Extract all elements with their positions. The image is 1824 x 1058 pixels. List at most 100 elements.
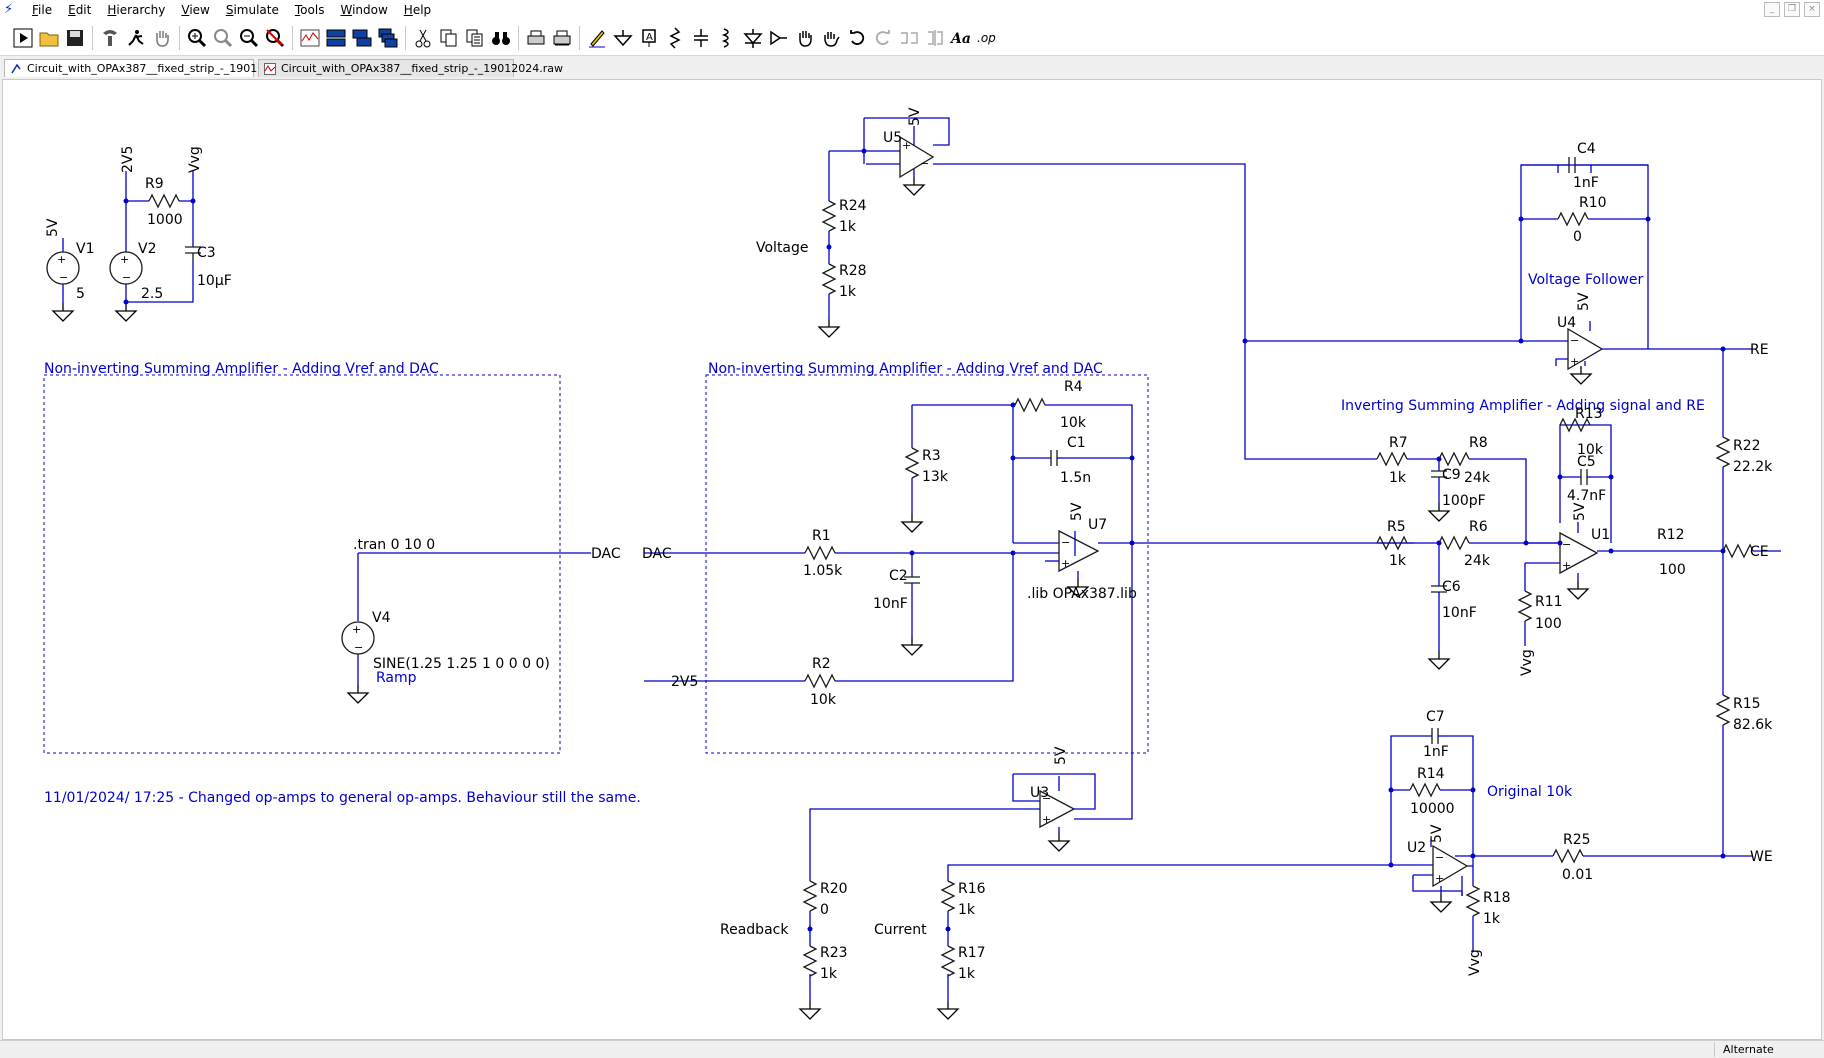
cut-icon[interactable] [410,25,436,51]
tran-directive[interactable]: .tran 0 10 0 [353,537,435,553]
svg-text:−: − [1435,851,1444,864]
cascade-icon[interactable] [375,25,401,51]
value-r2: 10k [810,692,837,708]
value-r23: 1k [820,966,838,982]
find-icon[interactable] [462,25,488,51]
ref-r8: R8 [1469,435,1488,451]
svg-text:−: − [354,641,363,654]
ground-icon[interactable] [610,25,636,51]
svg-text:+: + [902,139,911,152]
value-r5: 1k [1389,553,1407,569]
drag-hand-icon[interactable] [818,25,844,51]
copy-icon[interactable] [436,25,462,51]
divider-voltage[interactable] [818,200,840,338]
lib-directive[interactable]: .lib OPAx387.lib [1027,586,1137,602]
svg-text:A: A [646,32,653,43]
resistor-icon[interactable] [662,25,688,51]
draw-wire-icon[interactable] [584,25,610,51]
print-icon[interactable] [523,25,549,51]
menu-file[interactable]: File [32,3,53,17]
pan-hand-icon[interactable] [149,25,175,51]
label-net-icon[interactable]: A [636,25,662,51]
schematic-canvas[interactable]: Non-inverting Summing Amplifier - Adding… [2,79,1822,1040]
svg-text:Aa: Aa [949,31,971,47]
ref-r4: R4 [1064,379,1083,395]
source-v1[interactable]: +− [46,238,80,322]
zoom-in-icon[interactable] [184,25,210,51]
ref-r1: R1 [812,528,831,544]
menu-help[interactable]: Help [403,3,432,17]
ref-r18: R20 [820,881,848,897]
right-divider[interactable] [1715,346,1753,859]
menu-simulate[interactable]: Simulate [225,3,279,17]
source-v2[interactable]: +− [109,171,201,322]
zoom-fit-icon[interactable] [210,25,236,51]
spice-directive-icon[interactable]: .op [974,25,1000,51]
menu-view[interactable]: View [181,3,210,17]
schematic-icon [10,63,22,75]
undo-icon[interactable] [844,25,870,51]
net-label-vvg-r20: Vvg [1467,949,1483,976]
svg-text:+: + [120,253,129,266]
tab-schematic[interactable]: Circuit_with_OPAx387__fixed_strip_-_1901… [4,59,307,77]
capacitor-icon[interactable] [688,25,714,51]
value-v2: 2.5 [141,286,163,302]
mirror-icon[interactable] [922,25,948,51]
net-label-v1: 5V [45,218,61,237]
opamp-u7-circuit[interactable]: −+ [644,397,1414,820]
ref-r6: R6 [1469,519,1488,535]
svg-text:−: − [1562,538,1571,551]
text-icon[interactable]: Aa [948,25,974,51]
waveform-icon[interactable] [297,25,323,51]
source-v4[interactable]: +− [341,552,591,704]
control-panel-icon[interactable] [97,25,123,51]
value-c6: 10nF [1442,605,1477,621]
follower-comment: Voltage Follower [1528,272,1643,288]
print-preview-icon[interactable] [549,25,575,51]
move-hand-icon[interactable] [792,25,818,51]
menu-edit[interactable]: Edit [68,3,92,17]
redo-icon[interactable] [870,25,896,51]
ref-v4: V4 [372,610,391,626]
value-r18: 0 [820,902,829,918]
opamp-u5[interactable]: +− [828,117,1246,341]
close-icon[interactable]: × [1804,2,1820,17]
ref-c2: C2 [889,568,908,584]
menu-hierarchy[interactable]: Hierarchy [107,3,166,17]
sine-value[interactable]: SINE(1.25 1.25 1 0 0 0 0) [373,656,550,672]
divider-current[interactable] [937,864,1391,1020]
value-c4: 1nF [1573,175,1599,191]
value-v1: 5 [76,286,85,302]
tile-vertical-icon[interactable] [349,25,375,51]
opamp-u4-circuit[interactable]: −+ [1242,157,1724,385]
opamp-u1-circuit[interactable]: −+ [1244,341,1781,670]
svg-text:+: + [57,253,66,266]
value-r10: 100 [1535,616,1562,632]
zoom-cancel-icon[interactable] [262,25,288,51]
tile-horizontal-icon[interactable] [323,25,349,51]
menu-tools[interactable]: Tools [294,3,325,17]
ref-r16: R16 [958,881,986,897]
original-comment: Original 10k [1487,784,1573,800]
menu-window[interactable]: Window [340,3,388,17]
ref-c1: C1 [1067,435,1086,451]
restore-icon[interactable]: ❐ [1784,2,1800,17]
value-c9: 100pF [1442,493,1486,509]
zoom-out-icon[interactable] [236,25,262,51]
tab-waveform[interactable]: Circuit_with_OPAx387__fixed_strip_-_1901… [258,59,563,77]
halt-icon[interactable] [123,25,149,51]
svg-text:−: − [1061,536,1070,549]
save-icon[interactable] [62,25,88,51]
rotate-icon[interactable] [896,25,922,51]
value-c7: 1nF [1423,744,1449,760]
opamp-u3-circuit[interactable]: −+ [799,773,1096,1020]
inductor-icon[interactable] [714,25,740,51]
minimize-icon[interactable]: _ [1764,2,1780,17]
component-icon[interactable] [766,25,792,51]
opamp-u2-circuit[interactable]: −+ [1388,728,1724,951]
binoculars-icon[interactable] [488,25,514,51]
open-icon[interactable] [36,25,62,51]
window-controls: _ ❐ × [1764,2,1820,17]
run-icon[interactable] [10,25,36,51]
diode-icon[interactable] [740,25,766,51]
